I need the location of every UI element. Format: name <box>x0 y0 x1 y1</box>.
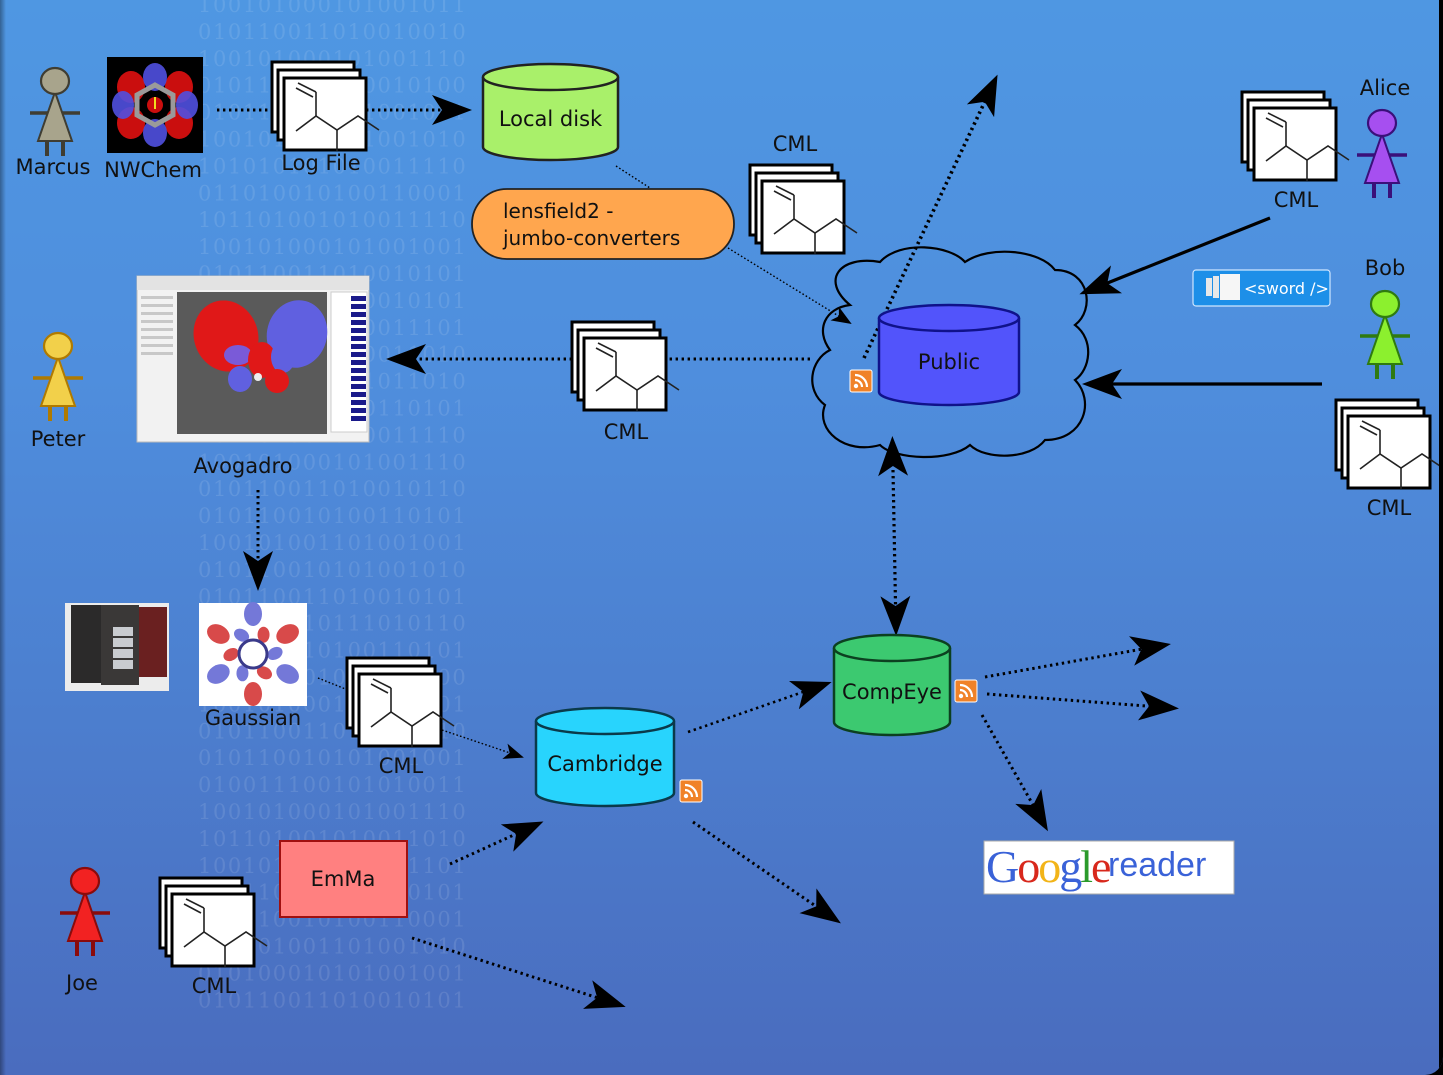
binary-row: 010110011010010101 <box>198 988 467 1012</box>
repository-public[interactable]: Public <box>877 303 1021 407</box>
arrow-cambridge-feed-out <box>692 820 841 924</box>
person-alice: Alice <box>1357 76 1410 198</box>
person-peter: Peter <box>31 331 86 451</box>
binary-row: 010110010100110101 <box>198 504 467 528</box>
google-wordmark: Google <box>986 841 1110 892</box>
process-emma[interactable]: EmMa <box>279 840 408 918</box>
program-gaussian: Gaussian <box>199 602 307 730</box>
process-lensfield[interactable]: lensfield2 - jumbo-converters <box>471 188 735 260</box>
binary-row: 100101000101001110 <box>198 800 467 824</box>
document-logfile: Log File <box>270 60 380 175</box>
process-label-line1: lensfield2 - <box>503 199 613 223</box>
program-label-avogadro: Avogadro <box>194 454 293 478</box>
binary-row: 011010010100110001 <box>198 181 467 205</box>
binary-row: 100101000101001001 <box>198 235 467 259</box>
person-name-bob: Bob <box>1365 256 1406 280</box>
document-cml-joe: CML <box>158 876 268 998</box>
arrow-compeye-feed-2 <box>986 690 1179 721</box>
arrow-cambridge-compeye <box>687 681 832 734</box>
person-bob: Bob <box>1360 256 1410 379</box>
arrow-emma-cambridge <box>449 821 544 866</box>
process-label-line2: jumbo-converters <box>502 226 680 250</box>
repository-label-compeye: CompEye <box>842 680 942 704</box>
person-name-peter: Peter <box>31 427 86 451</box>
person-joe: Joe <box>60 866 110 995</box>
binary-row: 100101000101001110 <box>198 450 467 474</box>
reader-wordmark: reader <box>1108 846 1206 884</box>
supercomputer-image <box>65 603 169 691</box>
document-stack-icon <box>1220 274 1240 300</box>
process-label-emma: EmMa <box>311 867 376 891</box>
repository-compeye[interactable]: CompEye <box>832 633 952 737</box>
document-cml-alice: CML <box>1240 90 1350 212</box>
person-marcus: Marcus <box>16 66 91 179</box>
document-label-cml-gaussian: CML <box>379 754 424 778</box>
binary-row: 101010101010011110 <box>198 154 467 178</box>
person-name-joe: Joe <box>64 971 98 995</box>
arrow-alice-deposit-public <box>1079 216 1271 295</box>
arrow-compeye-feed-1 <box>984 636 1171 679</box>
document-label-cml-alice: CML <box>1274 188 1319 212</box>
sword-label: <sword /> <box>1244 279 1329 298</box>
sword-badge[interactable]: <sword /> <box>1192 269 1331 307</box>
binary-row: 010110010101001010 <box>198 558 467 582</box>
arrow-lensfield-public <box>727 247 852 325</box>
binary-row: 010011100101010011 <box>198 773 467 797</box>
arrow-cml-cambridge <box>441 729 524 759</box>
public-cloud <box>811 246 1090 459</box>
rss-feed-icon[interactable] <box>849 369 873 393</box>
document-label-cml-joe: CML <box>192 974 237 998</box>
repository-label-cambridge: Cambridge <box>547 752 662 776</box>
connections-layer <box>217 74 1322 1009</box>
rss-feed-icon[interactable] <box>679 779 703 803</box>
repository-cambridge[interactable]: Cambridge <box>534 706 676 808</box>
binary-row: 100101001101001001 <box>198 531 467 555</box>
document-cml-middle: CML <box>570 320 680 444</box>
binary-row: 100101000101001011 <box>198 0 467 17</box>
document-label-logfile: Log File <box>281 151 360 175</box>
program-nwchem: NWChem <box>104 57 203 182</box>
binary-row: 010110011010010110 <box>198 477 467 501</box>
repository-localdisk[interactable]: Local disk <box>481 62 620 162</box>
arrow-emma-out <box>411 936 626 1009</box>
document-label-cml-top: CML <box>773 132 818 156</box>
repository-label-public: Public <box>918 350 980 374</box>
arrow-localdisk-lensfield <box>615 165 651 189</box>
person-name-marcus: Marcus <box>16 155 91 179</box>
binary-row: 010110010101001001 <box>198 746 467 770</box>
document-cml-top: CML <box>748 132 858 255</box>
binary-row: 010110011010010010 <box>198 20 467 44</box>
binary-row: 101101001010011110 <box>198 208 467 232</box>
document-cml-gaussian: CML <box>345 656 455 778</box>
document-label-cml-middle: CML <box>604 420 649 444</box>
arrow-gaussian-cml <box>317 677 349 691</box>
repository-label-localdisk: Local disk <box>499 107 603 131</box>
program-label-nwchem: NWChem <box>104 158 202 182</box>
person-name-alice: Alice <box>1360 76 1411 100</box>
document-label-cml-bob: CML <box>1367 496 1412 520</box>
arrow-compeye-google-reader <box>980 714 1048 832</box>
arrow-public-compeye <box>878 436 911 636</box>
rss-feed-icon[interactable] <box>954 679 978 703</box>
document-cml-bob: CML <box>1334 398 1443 520</box>
program-avogadro: Avogadro <box>136 275 370 478</box>
program-label-gaussian: Gaussian <box>205 706 301 730</box>
